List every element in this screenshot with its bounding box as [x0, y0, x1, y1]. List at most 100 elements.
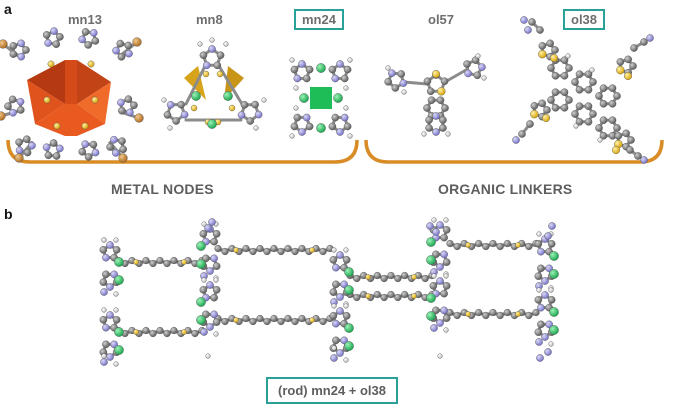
- atom-c: [172, 117, 180, 125]
- atom-h: [223, 41, 229, 47]
- atom-cl: [344, 323, 354, 333]
- atom-n: [440, 250, 448, 259]
- atom-c: [575, 85, 584, 94]
- atom-c: [298, 244, 306, 253]
- atom-n: [436, 221, 444, 229]
- atom-cu: [14, 153, 24, 163]
- atom-n: [180, 110, 189, 119]
- atom-n: [9, 108, 17, 117]
- atom-n: [537, 303, 545, 312]
- atom-h: [343, 247, 349, 253]
- atom-c: [425, 116, 433, 124]
- atom-n: [44, 39, 52, 47]
- atom-c: [284, 244, 292, 253]
- group-label-organic-linkers: ORGANIC LINKERS: [438, 181, 573, 197]
- atom-c: [213, 61, 222, 70]
- atom-c: [629, 62, 637, 70]
- atom-c: [270, 244, 278, 253]
- atom-c: [380, 274, 388, 283]
- atom-c: [551, 103, 560, 112]
- atom-c: [584, 117, 593, 126]
- atom-c: [482, 242, 490, 251]
- atom-c: [453, 311, 461, 320]
- atom-c: [216, 51, 225, 60]
- atom-c: [391, 84, 400, 92]
- atom-h: [443, 327, 449, 333]
- atom-h: [253, 125, 259, 131]
- atom-h: [101, 307, 107, 313]
- atom-c: [534, 272, 543, 280]
- atom-s: [465, 311, 471, 317]
- atom-c: [560, 56, 569, 65]
- atom-c: [81, 28, 90, 36]
- atom-c: [475, 308, 483, 317]
- atom-n: [293, 74, 302, 83]
- atom-c: [202, 254, 210, 263]
- atom-c: [290, 122, 299, 131]
- atom-s: [465, 242, 471, 248]
- atom-c: [305, 65, 314, 74]
- atom-c: [503, 308, 511, 317]
- atom-c: [343, 65, 352, 74]
- atom-cl: [426, 293, 436, 303]
- atom-h: [213, 331, 219, 337]
- atom-c: [442, 282, 451, 290]
- atom-s: [228, 104, 236, 112]
- atom-h: [443, 273, 449, 279]
- atom-c: [249, 247, 257, 256]
- atom-n: [91, 148, 100, 157]
- atom-h: [589, 67, 595, 73]
- atom-c: [249, 317, 257, 326]
- atom-s: [530, 109, 539, 119]
- atom-s: [411, 274, 417, 280]
- atom-cl: [549, 325, 559, 335]
- atom-n: [426, 222, 434, 230]
- atom-h: [536, 231, 542, 237]
- atom-c: [52, 152, 61, 160]
- atom-c: [525, 311, 533, 320]
- atom-h: [331, 345, 337, 351]
- atom-h: [573, 123, 579, 129]
- atom-c: [202, 310, 210, 319]
- atom-c: [124, 41, 133, 50]
- atom-c: [482, 311, 490, 320]
- atom-s: [47, 60, 55, 68]
- atom-s: [81, 122, 89, 130]
- atom-c: [242, 244, 250, 253]
- atom-c: [156, 326, 164, 335]
- bracket-organic-linkers: [364, 139, 664, 164]
- atom-s: [624, 71, 633, 80]
- atom-c: [15, 138, 23, 147]
- atom-c: [343, 122, 352, 131]
- atom-c: [525, 242, 533, 251]
- atom-c: [119, 145, 127, 154]
- atom-h: [347, 133, 353, 139]
- atom-n: [336, 307, 344, 315]
- atom-c: [221, 317, 229, 326]
- atom-c: [427, 96, 436, 105]
- atom-n: [432, 112, 440, 120]
- atom-c: [589, 110, 597, 118]
- atom-c: [616, 58, 625, 66]
- atom-c: [534, 328, 543, 336]
- atom-c: [291, 247, 299, 256]
- atom-cl: [299, 93, 309, 103]
- atom-c: [106, 143, 114, 151]
- atom-c: [489, 308, 497, 317]
- atom-c: [4, 102, 12, 110]
- atom-n: [330, 354, 338, 362]
- atom-s: [233, 317, 239, 323]
- atom-c: [640, 38, 648, 46]
- atom-c: [599, 99, 608, 108]
- atom-c: [99, 246, 108, 254]
- atom-h: [293, 85, 299, 91]
- atom-cl: [426, 311, 436, 321]
- atom-cl: [196, 297, 206, 307]
- atom-c: [102, 340, 110, 349]
- caption-rod: (rod) mn24 + ol38: [266, 377, 398, 404]
- atom-s: [133, 329, 139, 335]
- panel-a-letter: a: [4, 1, 12, 17]
- atom-c: [518, 130, 526, 138]
- atom-n: [464, 69, 472, 78]
